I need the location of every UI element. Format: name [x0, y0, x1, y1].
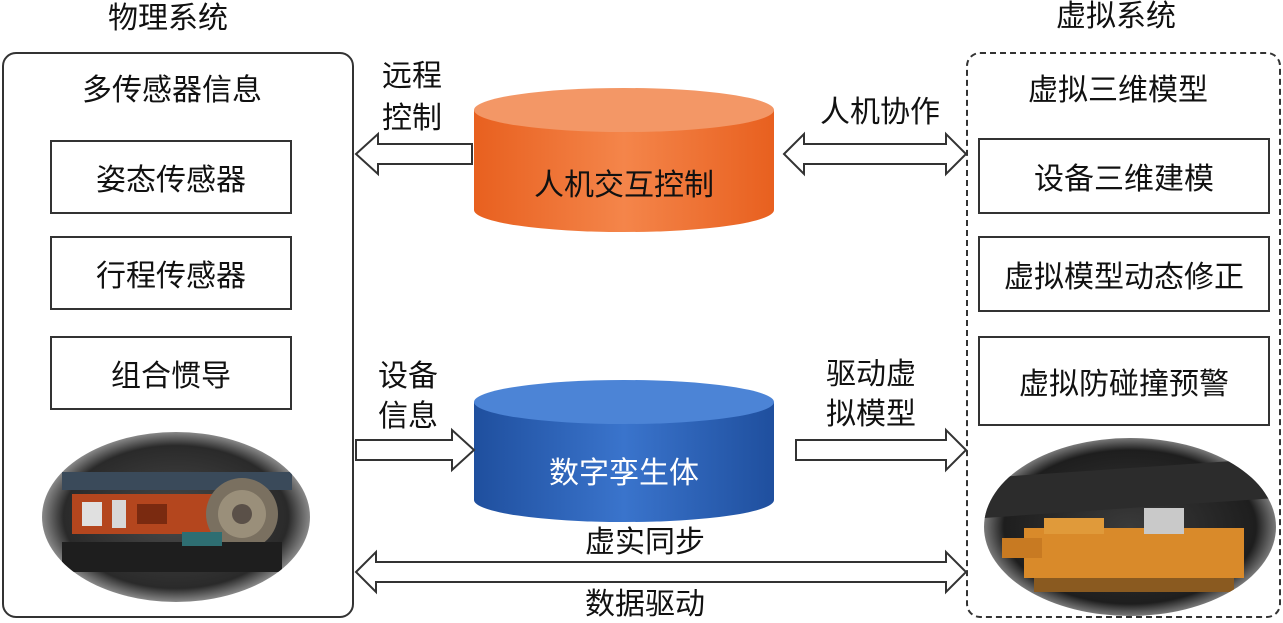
- sensor-box-attitude: 姿态传感器: [50, 140, 292, 214]
- physical-system-panel: [2, 52, 354, 618]
- sync-double-arrow: [354, 549, 968, 595]
- 3d-model-render-photo: [984, 438, 1276, 616]
- device-info-label-1: 设备: [378, 359, 438, 394]
- device-info-arrow: [355, 427, 476, 473]
- hci-label: 人机交互控制: [534, 168, 714, 203]
- sync-top-label: 虚实同步: [585, 525, 705, 560]
- hmc-label: 人机协作: [820, 95, 940, 130]
- drive-model-arrow: [795, 427, 968, 473]
- sync-bottom-label: 数据驱动: [585, 587, 705, 622]
- hci-cylinder: [474, 88, 774, 232]
- sensor-box-stroke: 行程传感器: [50, 236, 292, 310]
- remote-control-label-1: 远程: [382, 59, 442, 94]
- twin-label: 数字孪生体: [549, 456, 699, 491]
- mining-machine-photo: [42, 432, 310, 602]
- virtual-system-panel: [966, 52, 1281, 618]
- drive-model-label-1: 驱动虚: [826, 357, 916, 392]
- device-info-label-2: 信息: [378, 399, 438, 434]
- physical-panel-subtitle: 多传感器信息: [82, 73, 262, 108]
- twin-cylinder: [474, 380, 774, 522]
- remote-control-arrow: [354, 131, 473, 177]
- virtual-box-3d-modeling: 设备三维建模: [978, 138, 1270, 214]
- physical-system-title: 物理系统: [108, 1, 228, 36]
- virtual-system-title: 虚拟系统: [1056, 0, 1176, 34]
- virtual-box-anti-collision: 虚拟防碰撞预警: [978, 336, 1270, 426]
- virtual-box-dynamic-correction: 虚拟模型动态修正: [978, 236, 1270, 312]
- hmc-double-arrow: [782, 131, 968, 177]
- sensor-box-ins: 组合惯导: [50, 336, 292, 410]
- remote-control-label-2: 控制: [382, 101, 442, 136]
- drive-model-label-2: 拟模型: [826, 397, 916, 432]
- virtual-panel-subtitle: 虚拟三维模型: [1028, 73, 1208, 108]
